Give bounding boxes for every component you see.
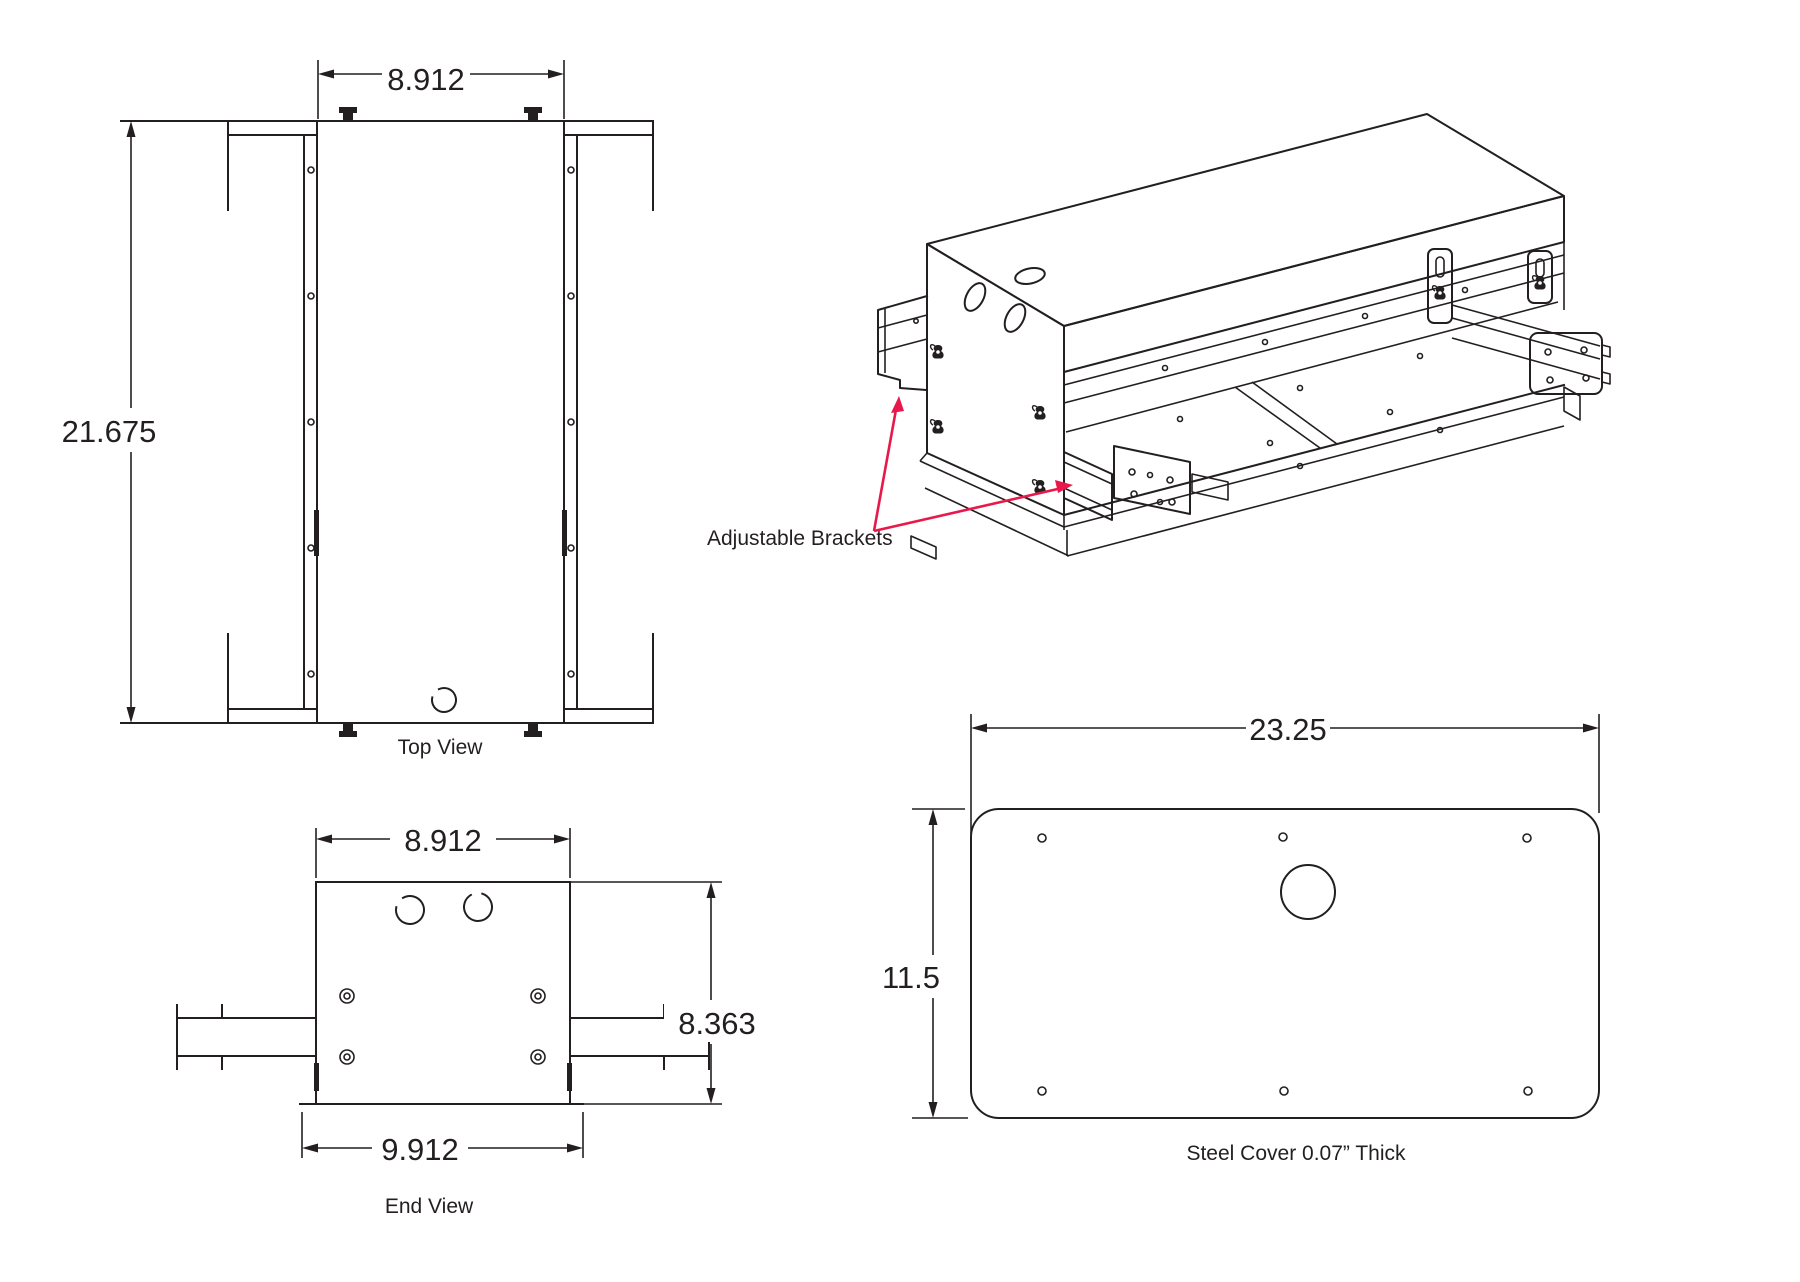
knockout-hole bbox=[431, 687, 457, 713]
end-view-drawing: 8.912 8.363 9.912 End View bbox=[176, 823, 770, 1218]
end-view-label: End View bbox=[385, 1195, 474, 1218]
end-view-rails bbox=[176, 1004, 710, 1070]
latch-tick bbox=[314, 1063, 319, 1091]
end-view-height-dim: 8.363 bbox=[678, 1006, 756, 1041]
callout-arrows bbox=[872, 396, 1073, 533]
cover-height-dimension: 11.5 bbox=[872, 808, 968, 1119]
top-view-rail-holes bbox=[307, 166, 575, 678]
iso-flange-foot bbox=[1563, 386, 1581, 421]
grommet-holes bbox=[339, 988, 546, 1065]
top-view-height-dimension: 21.675 bbox=[53, 121, 165, 723]
oval-knockout bbox=[963, 282, 987, 312]
iso-flange-foot bbox=[910, 535, 937, 560]
knockout-hole bbox=[395, 895, 425, 925]
top-view-label: Top View bbox=[398, 736, 484, 759]
end-view-width-dim: 8.912 bbox=[404, 823, 482, 858]
end-view-height-dimension: 8.363 bbox=[570, 881, 770, 1105]
wingnut-icon bbox=[929, 343, 945, 360]
oval-knockout bbox=[1003, 303, 1027, 333]
latch-tick bbox=[562, 510, 567, 556]
cover-width-dimension: 23.25 bbox=[970, 712, 1600, 834]
cover-height-dim: 11.5 bbox=[882, 960, 940, 995]
iso-slotted-plates bbox=[1427, 248, 1553, 324]
latch-tick bbox=[567, 1063, 572, 1091]
latch-tick bbox=[314, 510, 319, 556]
cover-large-hole bbox=[1280, 864, 1336, 920]
steel-cover-drawing: 23.25 11.5 Steel Cover 0.07” Thick bbox=[872, 712, 1600, 1165]
end-view-width-dimension: 8.912 bbox=[315, 823, 571, 878]
cover-width-dim: 23.25 bbox=[1249, 712, 1327, 747]
top-view-drawing: 8.912 21.675 Top View bbox=[53, 60, 654, 759]
screw-icon bbox=[339, 107, 542, 737]
top-view-height-dim: 21.675 bbox=[62, 414, 157, 449]
top-view-width-dimension: 8.912 bbox=[317, 60, 565, 119]
cover-screw-holes bbox=[1037, 832, 1533, 1096]
end-view-base-dimension: 9.912 bbox=[301, 1112, 584, 1167]
knockout-hole bbox=[463, 892, 493, 922]
iso-center-bracket bbox=[1063, 445, 1229, 521]
oval-knockout bbox=[1014, 267, 1046, 285]
wingnut-icon bbox=[1031, 404, 1047, 421]
iso-right-bracket bbox=[1451, 304, 1611, 395]
cover-plate-outline bbox=[970, 808, 1600, 1119]
wingnut-icon bbox=[929, 418, 945, 435]
end-view-base-dim: 9.912 bbox=[381, 1132, 459, 1167]
top-view-width-dim: 8.912 bbox=[387, 62, 465, 97]
adjustable-brackets-callout: Adjustable Brackets bbox=[707, 527, 893, 550]
isometric-view-drawing: Adjustable Brackets bbox=[707, 113, 1611, 560]
steel-cover-label: Steel Cover 0.07” Thick bbox=[1186, 1142, 1406, 1165]
iso-left-bracket bbox=[877, 294, 929, 392]
iso-front-band bbox=[1063, 195, 1565, 373]
